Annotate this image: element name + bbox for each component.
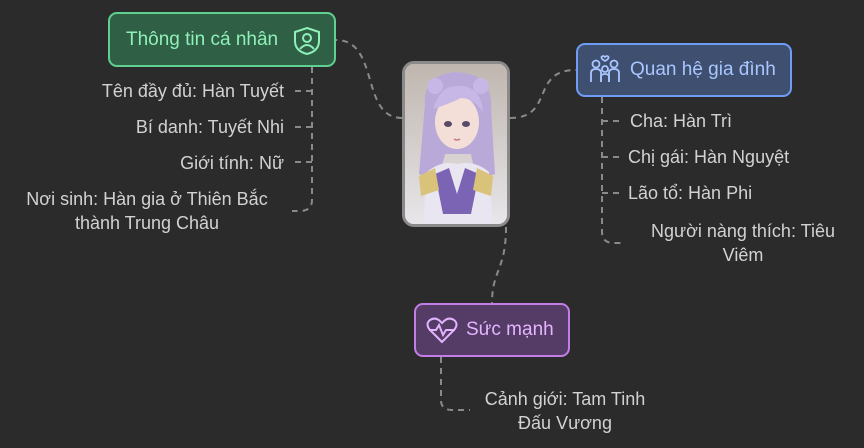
power-item-realm: Cảnh giới: Tam Tinh Đấu Vương: [474, 387, 656, 435]
personal-item-birthplace: Nơi sinh: Hàn gia ở Thiên Bắc thành Trun…: [14, 187, 280, 235]
node-power[interactable]: Sức mạnh: [414, 303, 570, 357]
personal-item-fullname: Tên đầy đủ: Hàn Tuyết: [101, 81, 284, 101]
birthplace-line-2: thành Trung Châu: [74, 213, 220, 233]
heartbeat-icon: [426, 317, 458, 344]
family-title: Quan hệ gia đình: [630, 59, 776, 80]
realm-line-2: Đấu Vương: [518, 413, 612, 433]
node-family[interactable]: Quan hệ gia đình: [576, 43, 792, 97]
family-item-liked: Người nàng thích: Tiêu Viêm: [636, 219, 850, 267]
family-icon: [590, 55, 620, 82]
personal-title: Thông tin cá nhân: [126, 28, 279, 50]
liked-line-2: Viêm: [722, 245, 764, 265]
personal-item-gender: Giới tính: Nữ: [180, 153, 284, 173]
node-personal-info[interactable]: Thông tin cá nhân: [108, 12, 336, 67]
family-item-sister: Chị gái: Hàn Nguyệt: [628, 147, 790, 167]
realm-line-1: Cảnh giới: Tam Tinh: [484, 389, 646, 409]
power-title: Sức mạnh: [466, 319, 554, 340]
character-portrait-image: [405, 64, 507, 224]
family-item-father: Cha: Hàn Trì: [630, 111, 733, 131]
liked-line-1: Người nàng thích: Tiêu: [651, 221, 835, 241]
family-item-ancestor: Lão tổ: Hàn Phi: [628, 183, 753, 203]
user-shield-icon: [294, 26, 320, 56]
birthplace-line-1: Nơi sinh: Hàn gia ở Thiên Bắc: [26, 189, 268, 209]
personal-item-alias: Bí danh: Tuyết Nhi: [135, 117, 284, 137]
center-portrait: [402, 61, 510, 227]
